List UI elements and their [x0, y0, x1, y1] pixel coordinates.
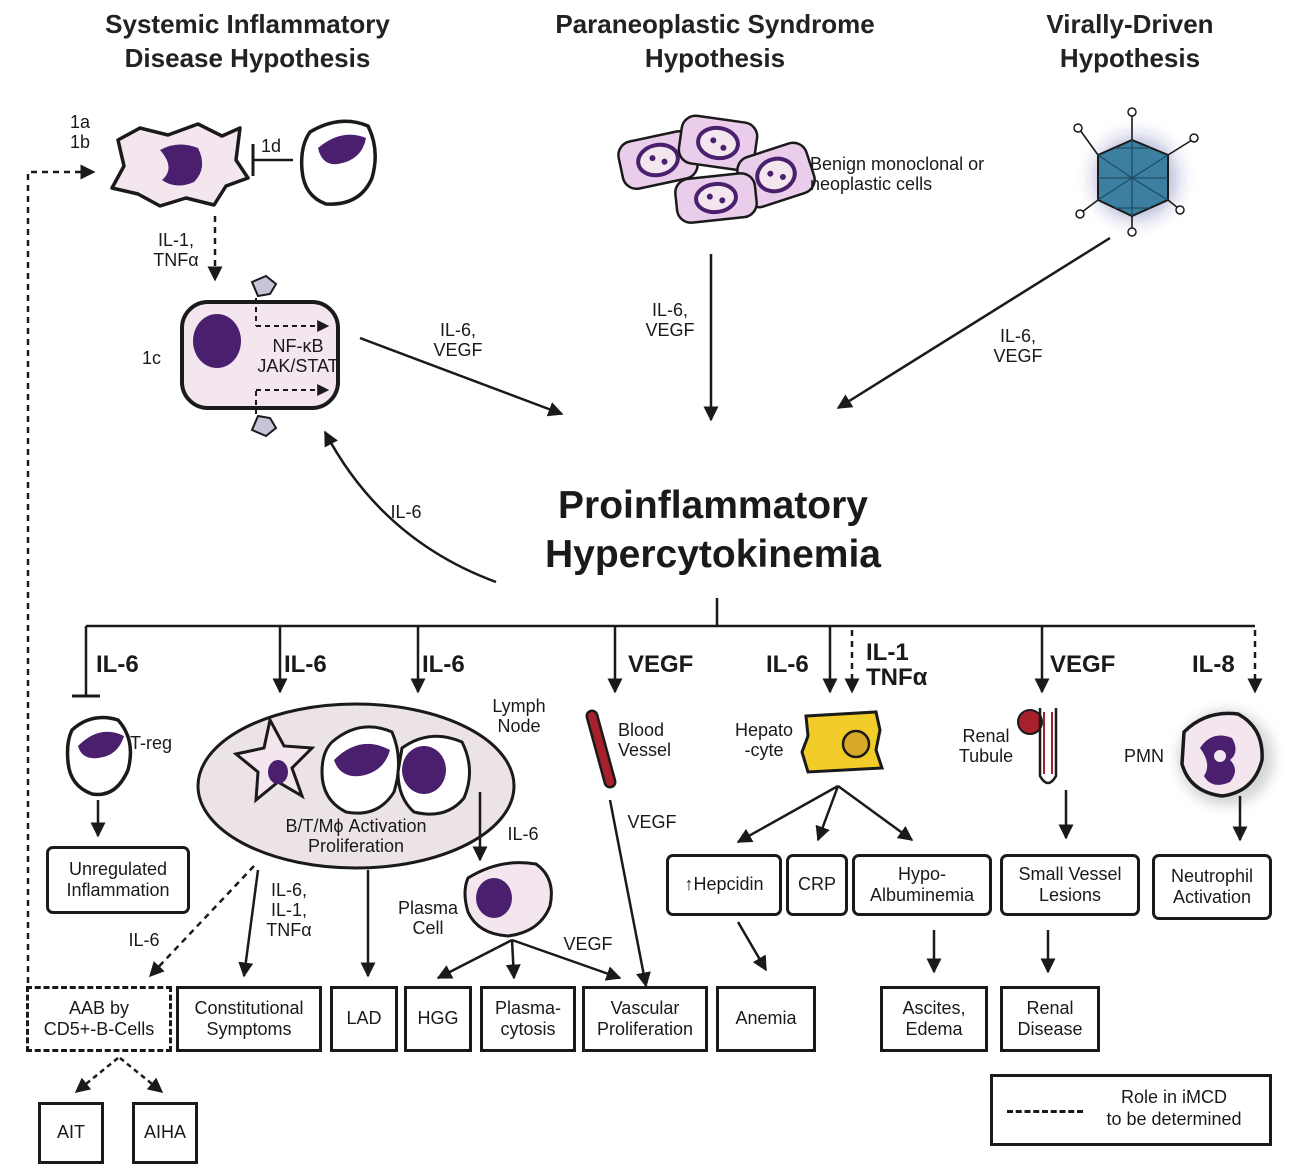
renal-tubule-label: Renal Tubule — [958, 726, 1014, 767]
box-anemia: Anemia — [716, 986, 816, 1052]
label-1a-1b: 1a 1b — [70, 112, 91, 153]
benign-cells-label: Benign monoclonal or neoplastic cells — [810, 154, 985, 195]
arrow-vessel-to-vascular — [608, 799, 651, 988]
branch-il8-pmn: IL-8 — [1192, 651, 1235, 678]
branch-vegf-vessel: VEGF — [628, 651, 694, 678]
label-1d: 1d — [261, 136, 282, 156]
treg-cell — [65, 715, 133, 797]
box-crp: CRP — [786, 854, 848, 916]
cytokine-il6-aab: IL-6 — [128, 930, 160, 950]
hepatocyte-label: Hepato -cyte — [734, 720, 794, 761]
box-constitutional-symptoms: Constitutional Symptoms — [176, 986, 322, 1052]
pmn-cell — [1178, 710, 1274, 806]
renal-tubule — [1017, 708, 1058, 785]
macrophage-cell — [110, 122, 250, 208]
cytokine-il6-vegf-mid: IL-6, VEGF — [645, 300, 695, 341]
header-systemic: Systemic Inflammatory Disease Hypothesis — [105, 9, 390, 73]
legend-dashed-line — [1007, 1110, 1083, 1113]
branch-vegf-renal: VEGF — [1050, 651, 1116, 678]
branch-il6-treg: IL-6 — [96, 651, 139, 678]
branch-il1-tnfa: IL-1 TNFα — [866, 639, 928, 692]
legend-text: Role in iMCD to be determined — [1106, 1087, 1242, 1129]
cytokine-il6-vegf-right: IL-6, VEGF — [993, 326, 1043, 367]
branch-bus — [72, 598, 1263, 698]
header-viral: Virally-Driven Hypothesis — [1046, 9, 1214, 73]
cytokine-il1-tnfa-top: IL-1, TNFα — [153, 230, 199, 271]
cytokine-il6-il1-tnfa: IL-6, IL-1, TNFα — [266, 880, 312, 941]
plasma-cell-label: Plasma Cell — [397, 898, 459, 939]
arrow-plasma-to-plasmacytosis — [505, 939, 521, 980]
hepatocyte-arrows — [736, 784, 914, 844]
branch-il6-activation: IL-6 — [284, 651, 327, 678]
box-small-vessel-lesions: Small Vessel Lesions — [1000, 854, 1140, 916]
t-cell-top — [299, 119, 377, 206]
arrow-aab-to-ait — [74, 1057, 119, 1093]
header-paraneoplastic: Paraneoplastic Syndrome Hypothesis — [555, 9, 875, 73]
cytokine-vegf-vessel: VEGF — [627, 812, 677, 832]
blood-vessel — [585, 709, 617, 789]
hepatocyte-cell — [800, 710, 885, 774]
neoplastic-cell-cluster — [617, 114, 816, 224]
pmn-label: PMN — [1124, 746, 1164, 766]
arrow-viral-to-center — [836, 236, 1111, 410]
box-vascular-proliferation: Vascular Proliferation — [582, 986, 708, 1052]
box-hepcidin: ↑Hepcidin — [666, 854, 782, 916]
plasma-cell — [463, 861, 553, 938]
box-renal-disease: Renal Disease — [1000, 986, 1100, 1052]
blood-vessel-label: Blood Vessel — [618, 720, 672, 761]
arrow-lymph-to-aab — [148, 865, 255, 978]
lymph-node-label: Lymph Node — [492, 696, 546, 737]
box-aiha: AIHA — [132, 1102, 198, 1164]
cytokine-il6-lymph-plasma: IL-6 — [507, 824, 539, 844]
box-lad: LAD — [330, 986, 398, 1052]
cytokine-il6-feedback: IL-6 — [390, 502, 422, 522]
virus-particle — [1073, 107, 1199, 237]
branch-il6-lymph: IL-6 — [422, 651, 465, 678]
arrow-systemic-to-center — [359, 336, 564, 417]
box-ait: AIT — [38, 1102, 104, 1164]
cytokine-vegf-plasma: VEGF — [563, 934, 613, 954]
branch-il6-hepatocyte: IL-6 — [766, 651, 809, 678]
label-1c: 1c — [142, 348, 162, 368]
nfkb-jak-stat-label: NF-κB JAK/STAT — [257, 336, 339, 377]
arrow-hepcidin-to-anemia — [736, 921, 768, 972]
box-ascites-edema: Ascites, Edema — [880, 986, 988, 1052]
inhibition-1d — [251, 144, 293, 176]
box-aab-cd5-b-cells: AAB by CD5+-B-Cells — [26, 986, 172, 1052]
arrow-il6-feedback — [323, 430, 497, 584]
legend-box: Role in iMCD to be determined — [990, 1074, 1272, 1146]
activation-label: B/T/Mϕ Activation Proliferation — [285, 816, 427, 857]
arrow-lymph-to-constitutional — [238, 869, 260, 978]
box-hgg: HGG — [404, 986, 472, 1052]
arrow-aab-to-aiha — [119, 1057, 164, 1093]
center-title: Proinflammatory Hypercytokinemia — [545, 484, 881, 576]
box-plasmacytosis: Plasma- cytosis — [480, 986, 576, 1052]
activated-cell-1c — [180, 274, 340, 438]
lymph-node — [196, 702, 516, 870]
treg-label: T-reg — [130, 733, 173, 753]
box-hypoalbuminemia: Hypo- Albuminemia — [852, 854, 992, 916]
box-neutrophil-activation: Neutrophil Activation — [1152, 854, 1272, 920]
cytokine-il6-vegf-left: IL-6, VEGF — [433, 320, 483, 361]
box-unregulated-inflammation: Unregulated Inflammation — [46, 846, 190, 914]
arrow-plasma-to-vascular — [511, 938, 622, 981]
arrow-plasma-to-hgg — [436, 938, 513, 980]
